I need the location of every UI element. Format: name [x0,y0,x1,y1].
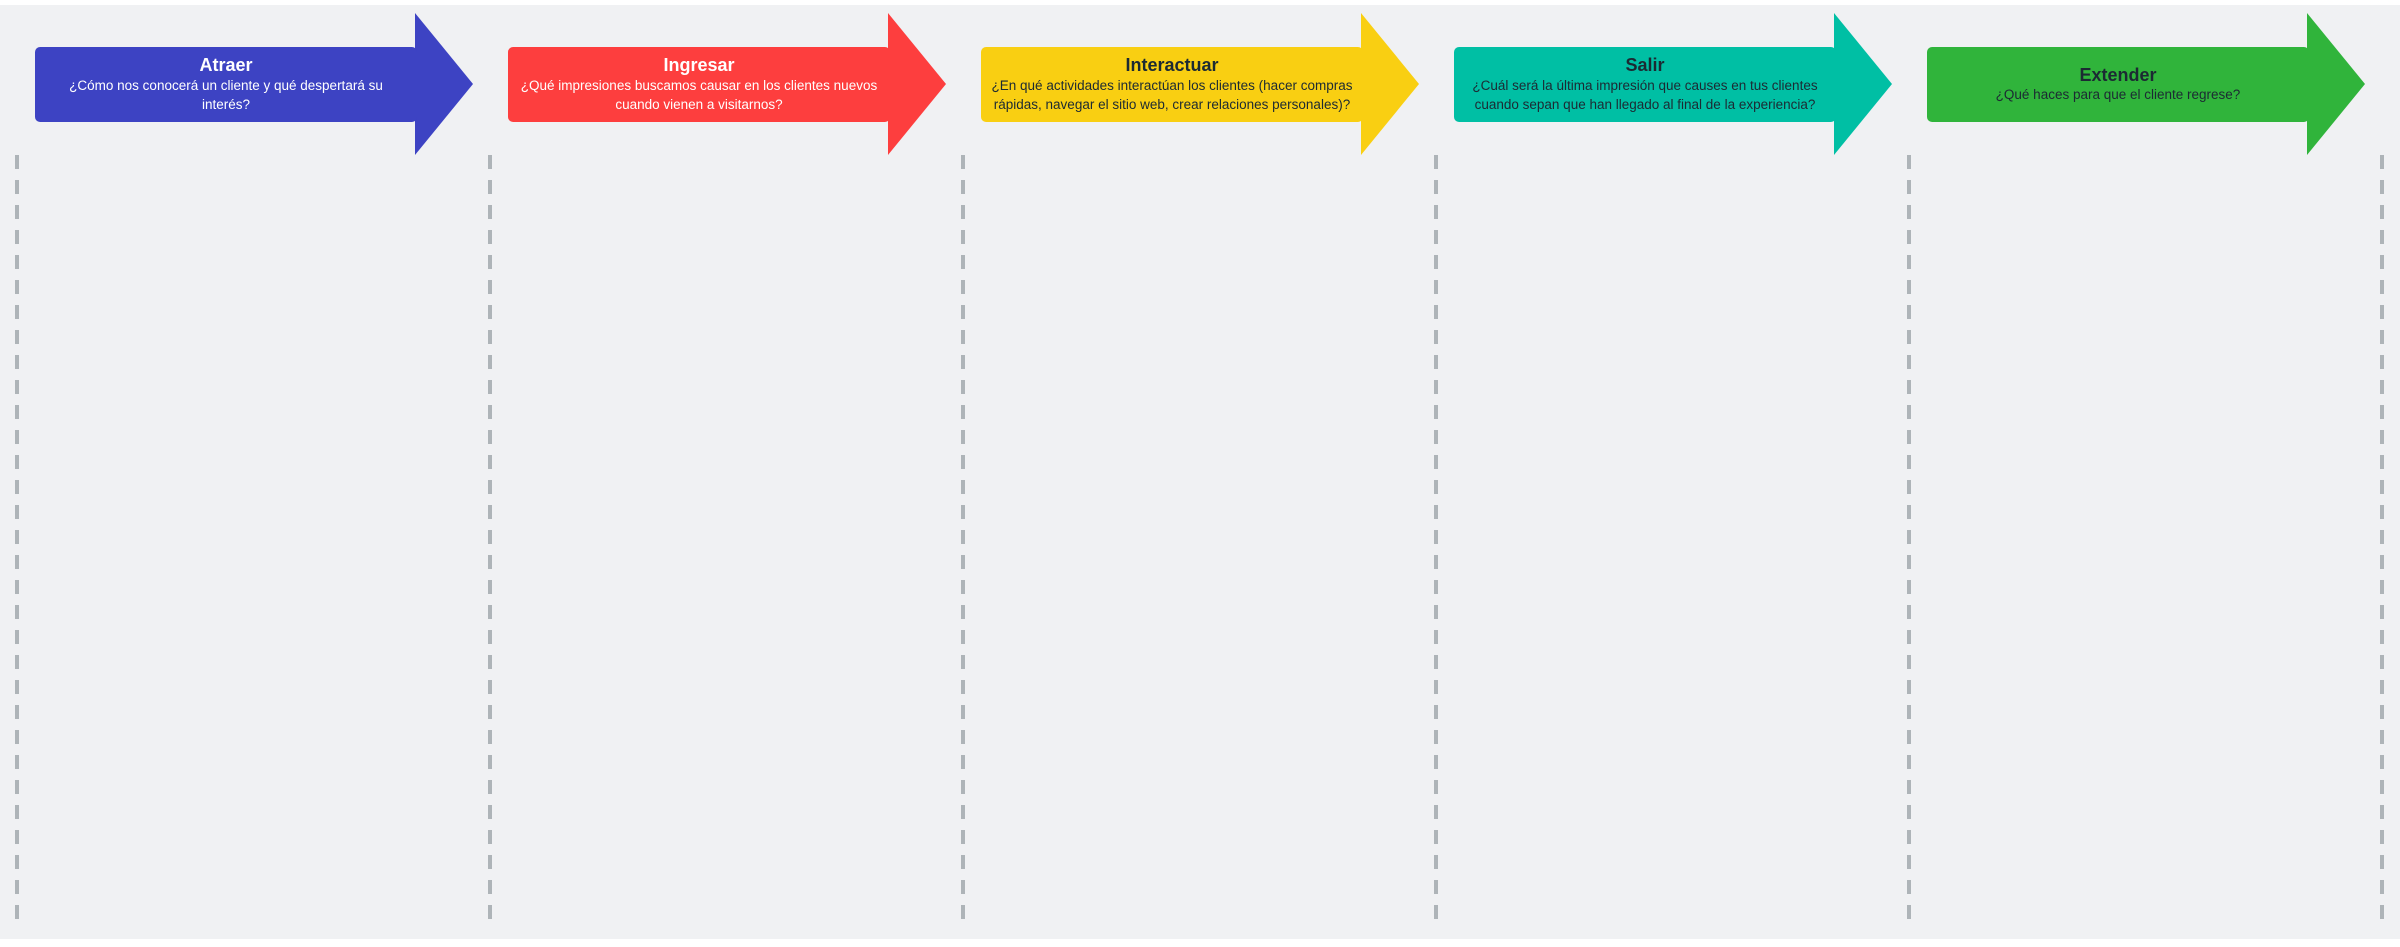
stage-arrow-salir-head [1834,13,1892,155]
stage-title: Extender [2079,64,2157,85]
stage-description: ¿Cómo nos conocerá un cliente y qué desp… [69,77,383,112]
column-divider [15,155,19,927]
column-divider [1907,155,1911,927]
stage-arrow-atraer-head [415,13,473,155]
stage-title: Atraer [199,55,253,76]
stage-title: Interactuar [1125,55,1219,76]
stage-arrow-ingresar-head [888,13,946,155]
stage-description: ¿Qué impresiones buscamos causar en los … [520,77,878,112]
stage-arrow-extender-head [2307,13,2365,155]
stage-arrow-atraer[interactable]: Atraer ¿Cómo nos conocerá un cliente y q… [35,13,473,155]
column-divider [2380,155,2384,927]
stage-arrow-interactuar-head [1361,13,1419,155]
stage-description: ¿Cuál será la última impresión que cause… [1472,77,1818,112]
column-divider [1434,155,1438,927]
board-edge-bottom [0,939,2400,947]
stage-arrow-salir[interactable]: Salir ¿Cuál será la última impresión que… [1454,13,1892,155]
stage-arrow-interactuar-body: Interactuar ¿En qué actividades interact… [981,47,1363,122]
stage-arrow-ingresar-body: Ingresar ¿Qué impresiones buscamos causa… [508,47,890,122]
stage-title: Salir [1625,55,1665,76]
column-divider [961,155,965,927]
stage-arrow-atraer-body: Atraer ¿Cómo nos conocerá un cliente y q… [35,47,417,122]
stage-arrow-extender[interactable]: Extender ¿Qué haces para que el cliente … [1927,13,2365,155]
board-edge-top [0,0,2400,5]
stage-arrow-interactuar[interactable]: Interactuar ¿En qué actividades interact… [981,13,1419,155]
column-divider [488,155,492,927]
stage-arrow-ingresar[interactable]: Ingresar ¿Qué impresiones buscamos causa… [508,13,946,155]
stage-arrow-extender-body: Extender ¿Qué haces para que el cliente … [1927,47,2309,122]
stage-description: ¿En qué actividades interactúan los clie… [991,77,1353,112]
stage-title: Ingresar [663,55,735,76]
stage-description: ¿Qué haces para que el cliente regrese? [1995,87,2241,103]
stage-arrow-salir-body: Salir ¿Cuál será la última impresión que… [1454,47,1836,122]
